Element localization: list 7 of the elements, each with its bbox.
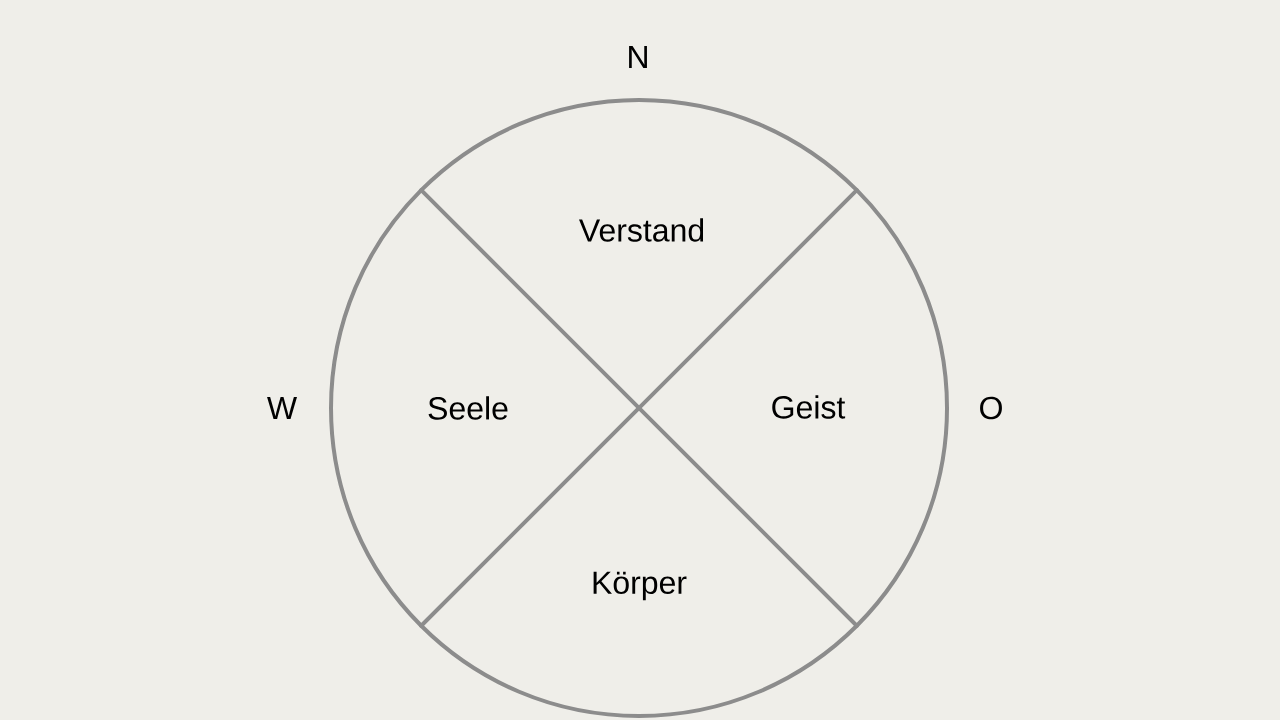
- compass-letter: W: [267, 396, 297, 419]
- compass-letter: N: [629, 45, 647, 68]
- quadrant-label: Seele: [428, 396, 508, 420]
- quadrant-label: Verstand: [579, 218, 704, 242]
- quadrant-label: Körper: [593, 571, 687, 601]
- quadrant-label: Geist: [772, 395, 846, 419]
- compass-letter: O: [980, 396, 1002, 420]
